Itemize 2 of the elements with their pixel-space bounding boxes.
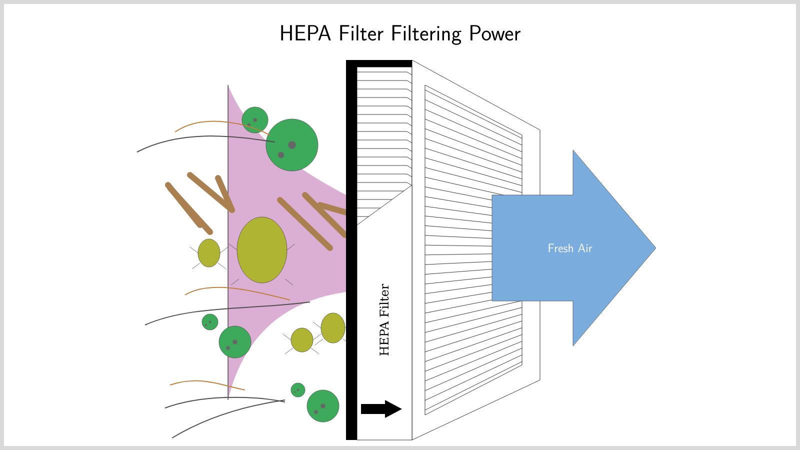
title: HEPA Filter Filtering Power <box>281 25 520 45</box>
filter-label: HEPA Filter <box>379 284 389 356</box>
